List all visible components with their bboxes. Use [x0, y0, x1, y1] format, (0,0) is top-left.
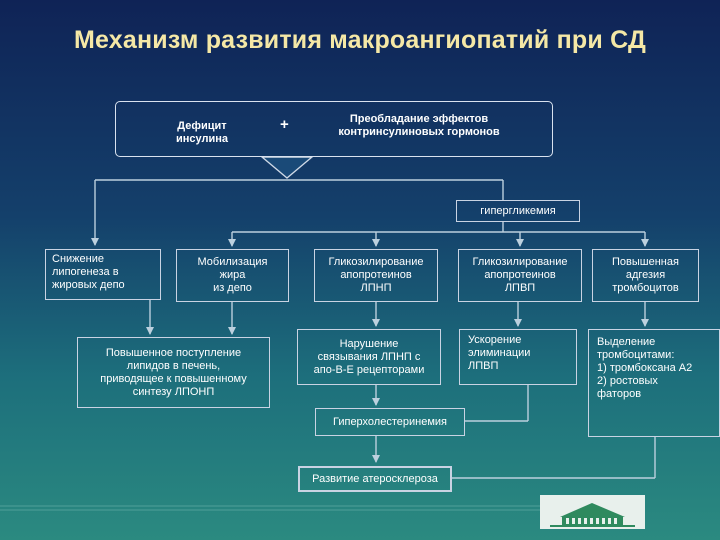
node-ldl-binding-disorder: Нарушение связывания ЛПНП с апо-В-Е реце…	[297, 329, 441, 385]
node-atherosclerosis: Развитие атеросклероза	[298, 466, 452, 492]
node-ldl-glycosylation: Гликозилирование апопротеинов ЛПНП	[314, 249, 438, 302]
contrainsular-hormones-label: Преобладание эффектов контринсулиновых г…	[338, 113, 500, 138]
node-fat-mobilization: Мобилизация жира из депо	[176, 249, 289, 302]
node-platelet-adhesion: Повышенная адгезия тромбоцитов	[592, 249, 699, 302]
node-hdl-elimination: Ускорение элиминации ЛПВП	[459, 329, 577, 385]
building-logo	[540, 495, 645, 529]
node-platelet-release: Выделение тромбоцитами: 1) тромбоксана А…	[588, 329, 720, 437]
node-hyperglycemia: гипергликемия	[456, 200, 580, 222]
initial-causes-box: Дефицит инсулина + Преобладание эффектов…	[115, 101, 553, 157]
node-hypercholesterolemia: Гиперхолестеринемия	[315, 408, 465, 436]
page-title: Механизм развития макроангиопатий при СД	[73, 26, 647, 54]
node-lipid-inflow-liver: Повышенное поступление липидов в печень,…	[77, 337, 270, 408]
node-lipogenesis-decrease: Снижение липогенеза в жировых депо	[45, 249, 161, 300]
insulin-deficiency-label: Дефицит инсулина	[175, 120, 228, 145]
node-hdl-glycosylation: Гликозилирование апопротеинов ЛПВП	[458, 249, 582, 302]
plus-sign: +	[280, 116, 289, 133]
